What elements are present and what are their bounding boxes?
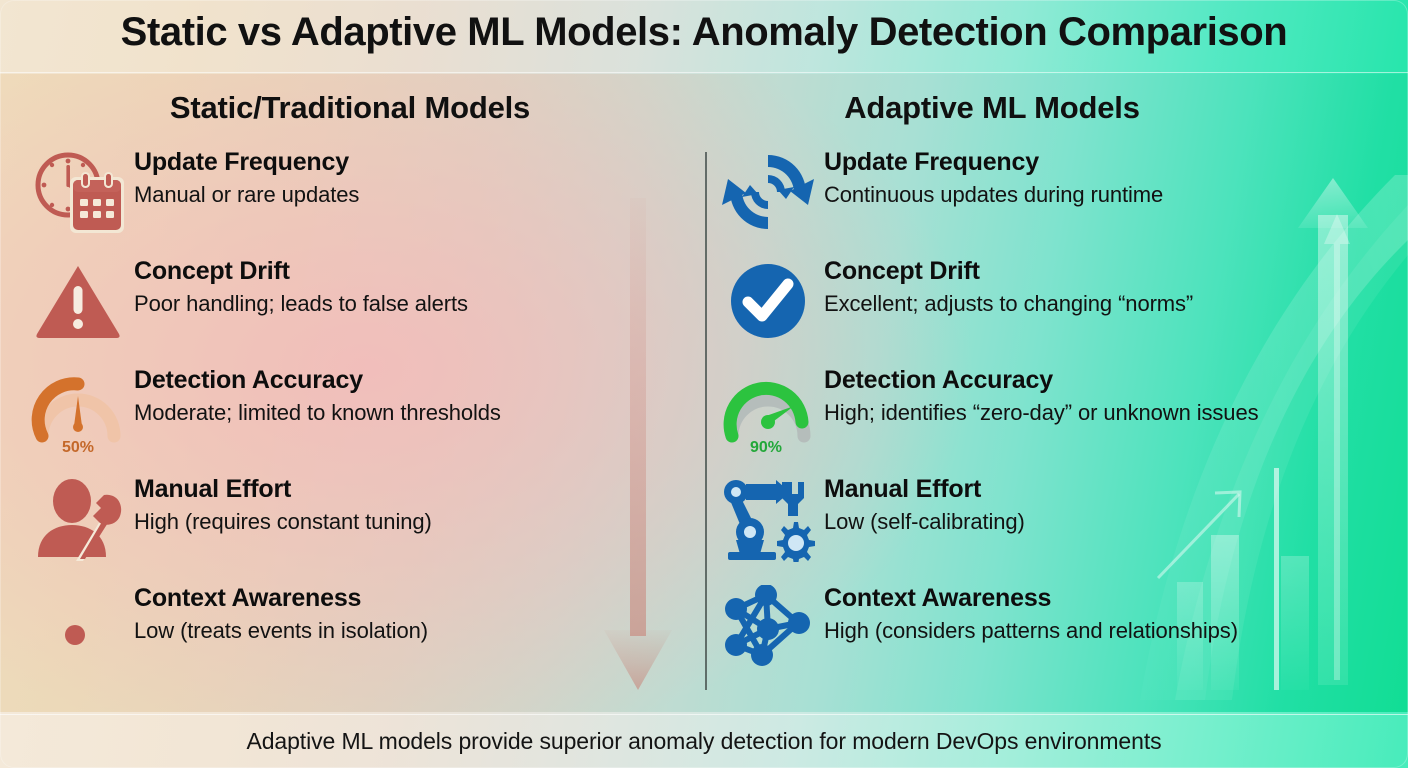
list-item-text: Concept Drift Excellent; adjusts to chan…	[824, 251, 1193, 317]
person-wrench-icon	[22, 469, 134, 565]
list-item-text: Concept Drift Poor handling; leads to fa…	[134, 251, 468, 317]
clock-calendar-icon	[22, 142, 134, 238]
list-item-subtitle: Poor handling; leads to false alerts	[134, 291, 468, 316]
column-adaptive-models: Adaptive ML Models	[712, 90, 1392, 700]
list-item-subtitle: Low (self-calibrating)	[824, 509, 1025, 534]
list-item[interactable]: Manual Effort Low (self-calibrating)	[712, 469, 1392, 578]
gauge-50-icon: 50%	[22, 360, 134, 456]
footer-summary: Adaptive ML models provide superior anom…	[246, 728, 1162, 754]
check-circle-icon	[712, 251, 824, 347]
warning-triangle-icon	[22, 251, 134, 347]
header-band	[0, 0, 1408, 74]
list-item-title: Detection Accuracy	[824, 366, 1053, 394]
list-item[interactable]: Update Frequency Manual or rare updates	[22, 142, 702, 251]
list-item-text: Update Frequency Continuous updates duri…	[824, 142, 1163, 208]
list-item-text: Context Awareness High (considers patter…	[824, 578, 1238, 644]
list-item-subtitle: Low (treats events in isolation)	[134, 618, 428, 643]
list-item[interactable]: Update Frequency Continuous updates duri…	[712, 142, 1392, 251]
refresh-cycle-icon	[712, 142, 824, 238]
column-static-models: Static/Traditional Models	[22, 90, 702, 700]
list-item-title: Concept Drift	[824, 257, 980, 285]
page-title: Static vs Adaptive ML Models: Anomaly De…	[120, 10, 1288, 54]
list-item-title: Update Frequency	[824, 148, 1039, 176]
column-heading-left: Static/Traditional Models	[169, 90, 531, 125]
list-item[interactable]: 90% Detection Accuracy High; identifies …	[712, 360, 1392, 469]
list-item-text: Manual Effort High (requires constant tu…	[134, 469, 432, 535]
list-item-title: Context Awareness	[824, 584, 1052, 612]
gauge-value-right: 90%	[750, 439, 782, 454]
list-item-title: Detection Accuracy	[134, 366, 363, 394]
footer-band	[0, 712, 1408, 768]
list-item-subtitle: Manual or rare updates	[134, 182, 360, 207]
footer-divider	[0, 714, 1408, 715]
list-item-subtitle: Moderate; limited to known thresholds	[134, 400, 501, 425]
list-item[interactable]: Context Awareness Low (treats events in …	[22, 578, 702, 687]
list-item-title: Manual Effort	[134, 475, 292, 503]
list-item[interactable]: 50% Detection Accuracy Moderate; limited…	[22, 360, 702, 469]
neural-network-icon	[712, 578, 824, 674]
list-item[interactable]: Concept Drift Poor handling; leads to fa…	[22, 251, 702, 360]
list-item-subtitle: Continuous updates during runtime	[824, 182, 1164, 207]
list-item-text: Context Awareness Low (treats events in …	[134, 578, 428, 644]
list-item-title: Context Awareness	[134, 584, 362, 612]
list-item-subtitle: Excellent; adjusts to changing “norms”	[824, 291, 1194, 316]
list-item-title: Manual Effort	[824, 475, 982, 503]
dot-icon	[22, 578, 134, 674]
list-item[interactable]: Concept Drift Excellent; adjusts to chan…	[712, 251, 1392, 360]
header-divider	[0, 72, 1408, 73]
gauge-90-icon: 90%	[712, 360, 824, 456]
gauge-value-left: 50%	[62, 439, 94, 454]
list-item-subtitle: High; identifies “zero-day” or unknown i…	[824, 400, 1259, 425]
list-item-text: Manual Effort Low (self-calibrating)	[824, 469, 1025, 535]
list-item-text: Detection Accuracy High; identifies “zer…	[824, 360, 1259, 426]
list-item-subtitle: High (considers patterns and relationshi…	[824, 618, 1238, 643]
list-item-title: Update Frequency	[134, 148, 349, 176]
column-divider	[705, 152, 707, 690]
robot-arm-gear-icon	[712, 469, 824, 565]
list-item-subtitle: High (requires constant tuning)	[134, 509, 432, 534]
list-item[interactable]: Context Awareness High (considers patter…	[712, 578, 1392, 687]
list-item[interactable]: Manual Effort High (requires constant tu…	[22, 469, 702, 578]
feature-list-left: Update Frequency Manual or rare updates …	[22, 142, 702, 687]
list-item-text: Update Frequency Manual or rare updates	[134, 142, 359, 208]
list-item-text: Detection Accuracy Moderate; limited to …	[134, 360, 501, 426]
column-heading-right: Adaptive ML Models	[844, 90, 1140, 125]
list-item-title: Concept Drift	[134, 257, 290, 285]
feature-list-right: Update Frequency Continuous updates duri…	[712, 142, 1392, 687]
